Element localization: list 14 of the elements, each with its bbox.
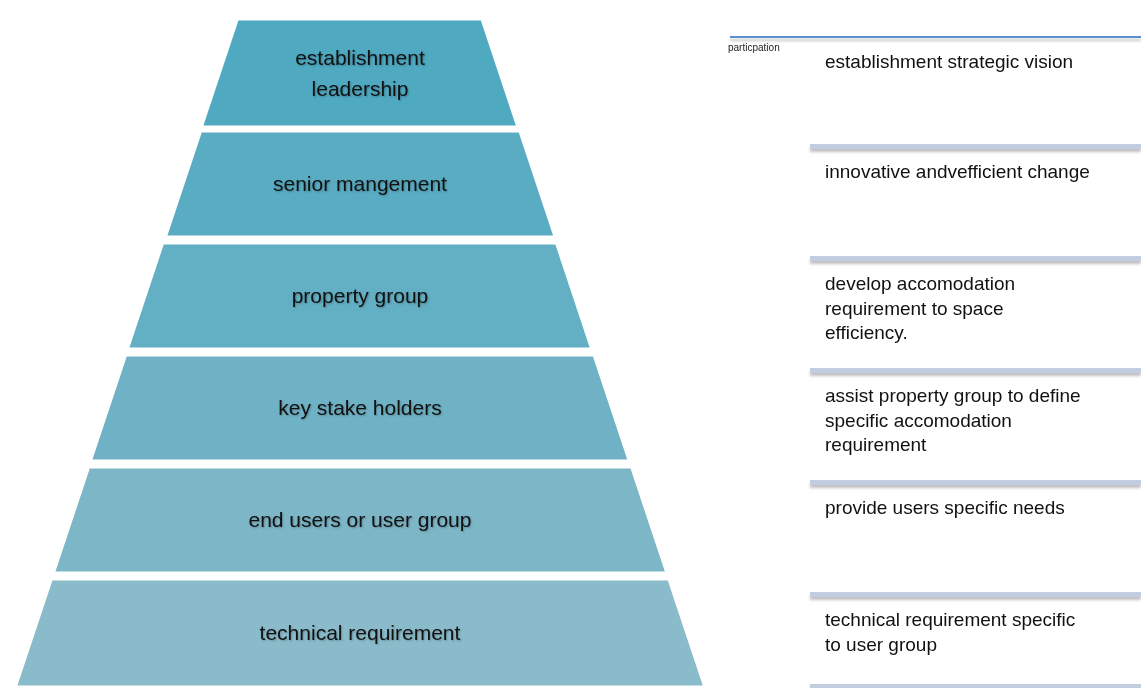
- description-text: develop accomodation requirement to space efficiency.: [825, 272, 1017, 346]
- pyramid-level: [89, 354, 631, 462]
- level-label: end users or user group: [248, 507, 472, 533]
- description-text: establishment strategic vision: [825, 50, 1075, 74]
- description-text: provide users specific needs: [825, 496, 1066, 520]
- column-label: particpation: [728, 42, 780, 53]
- level-label: technical requirement: [259, 620, 461, 646]
- level-label: establishment leadership: [294, 44, 426, 102]
- description-text: technical requirement specific to user group: [825, 608, 1077, 657]
- level-label: property group: [291, 283, 429, 309]
- level-label: key stake holders: [278, 395, 442, 421]
- description-text: assist property group to define specific accomodation requirement: [825, 384, 1082, 458]
- description-text: innovative andvefficient change: [825, 160, 1091, 184]
- level-label: senior mangement: [273, 171, 447, 197]
